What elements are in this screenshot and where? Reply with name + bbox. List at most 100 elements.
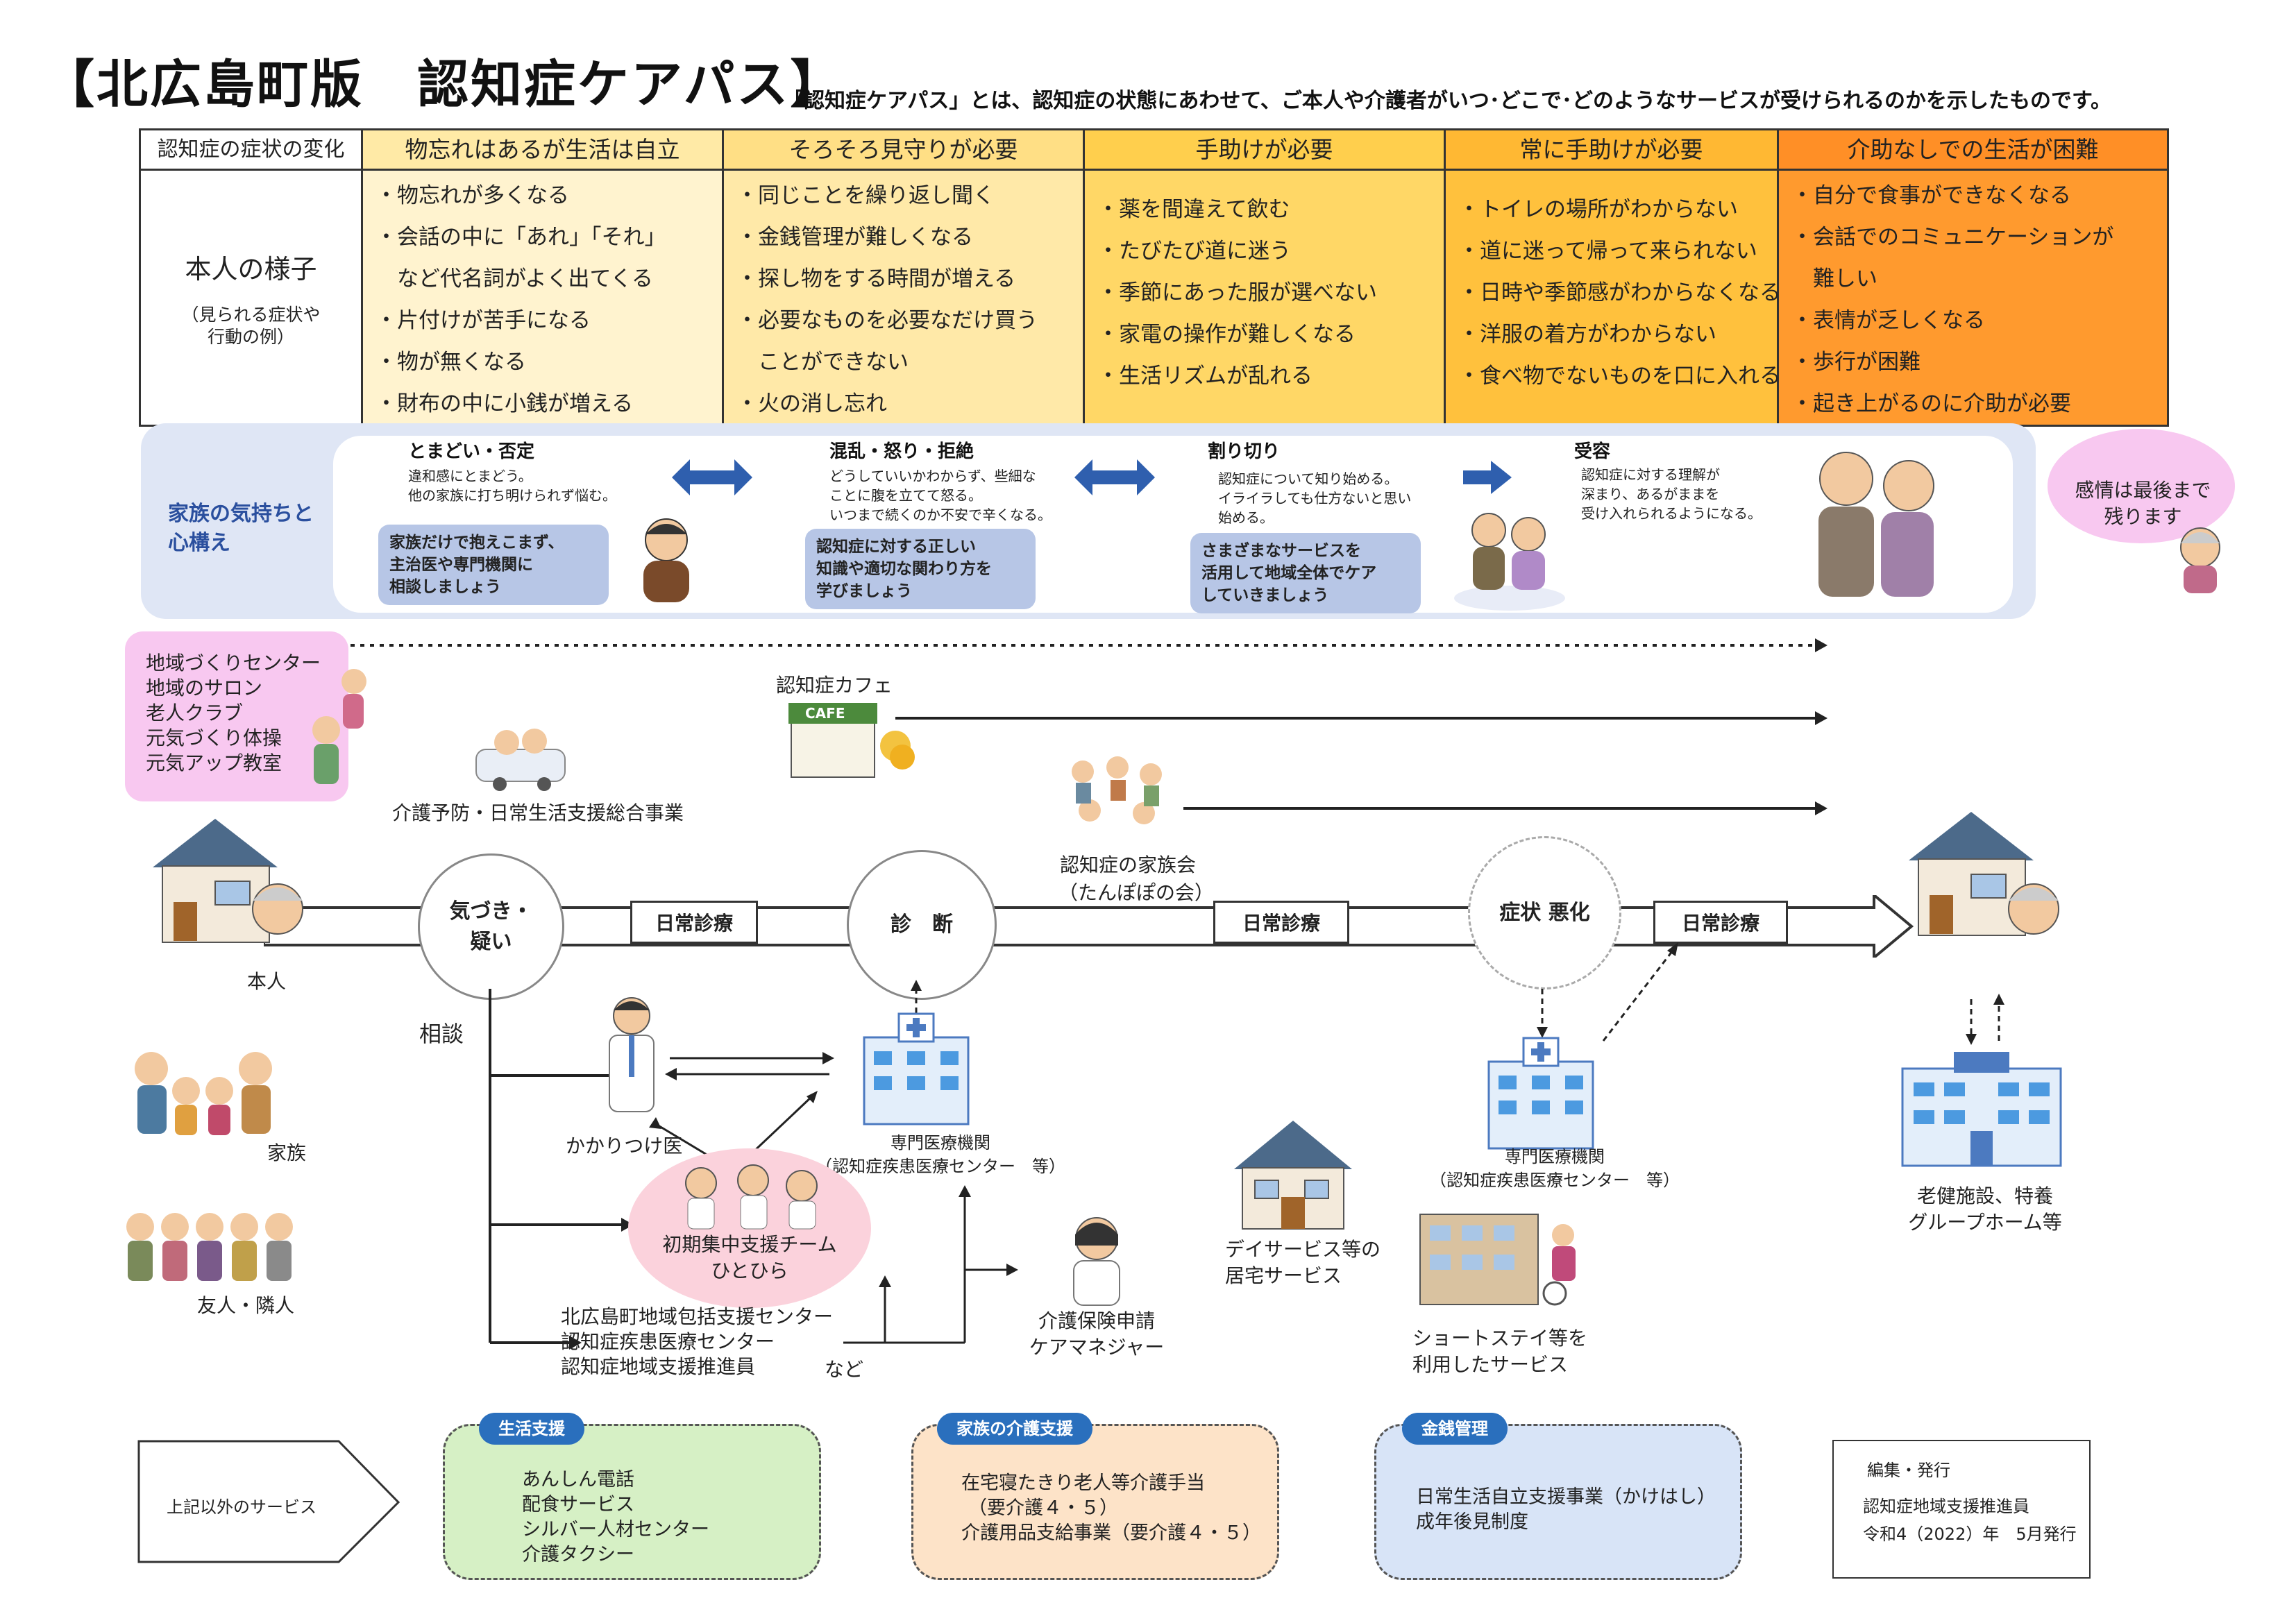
double-arrow-icon (1074, 459, 1155, 495)
desc-line: 他の家族に打ち明けられず悩む。 (408, 487, 616, 504)
feeling-stage-title: 割り切り (1208, 441, 1281, 462)
label-line: （認知症疾患医療センター 等） (816, 1157, 1065, 1176)
label-line: デイサービス等の (1225, 1238, 1381, 1261)
advice-line: 家族だけで抱えこまず、 (389, 534, 564, 552)
label-line: グループホーム等 (1908, 1211, 2062, 1234)
symptom-item: ・生活リズムが乱れる (1097, 364, 1312, 389)
short-stay-facility-icon (1419, 1214, 1576, 1306)
service-box-life (443, 1424, 821, 1580)
doctor-label: かかりつけ医 (566, 1135, 683, 1157)
label-line: （たんぽぽの会） (1058, 881, 1215, 904)
desc-line: 認知症に対する理解が (1581, 466, 1720, 483)
notice-node: 気づき・ 疑い (418, 853, 564, 1000)
advice-line: 活用して地域全体でケア (1201, 564, 1377, 582)
label-line: 初期集中支援チーム (662, 1233, 837, 1256)
label-line: ショートステイ等を (1412, 1327, 1588, 1350)
symptom-item: ・食べ物でないものを口に入れる (1458, 364, 1781, 389)
stage-header: 物忘れはあるが生活は自立 (361, 128, 724, 171)
advice-line: していきましょう (1201, 586, 1329, 604)
symptom-item: ・日時や季節感がわからなくなる (1458, 280, 1781, 305)
symptom-item: ・歩行が困難 (1791, 350, 1921, 375)
specialist-label: 専門医療機関 （認知症疾患医療センター 等） (809, 1131, 1072, 1178)
symptom-item: ことができない (736, 350, 909, 375)
service-tag: 金銭管理 (1402, 1413, 1508, 1445)
symptom-item: ・たびたび道に迷う (1097, 239, 1291, 264)
label-line: 介護保険申請 (1038, 1309, 1155, 1332)
row-sublabel: （見られる症状や (181, 304, 321, 325)
symptom-item: ・物忘れが多くなる (375, 183, 569, 208)
symptom-item: ・会話の中に「あれ」「それ」 (375, 225, 666, 250)
service-box-family (911, 1424, 1279, 1580)
other-services-label: 上記以外のサービス (167, 1497, 316, 1517)
row-label: 本人の様子 (185, 253, 317, 284)
label-line: 専門医療機関 (1505, 1147, 1605, 1166)
desc-line: 受け入れられるようになる。 (1581, 505, 1762, 522)
symptom-item: ・トイレの場所がわからない (1458, 197, 1738, 222)
service-item: 介護タクシー (522, 1544, 634, 1565)
symptom-item: ・財布の中に小銭が増える (375, 391, 634, 416)
symptom-item: ・表情が乏しくなる (1791, 308, 1985, 333)
advice-line: 主治医や専門機関に (389, 556, 533, 574)
care-manager-icon (1073, 1217, 1120, 1306)
elderly-car-icon (475, 729, 566, 791)
advice-box: 家族だけで抱えこまず、 主治医や専門機関に 相談しましょう (378, 525, 609, 605)
service-list: 日常生活自立支援事業（かけはし） 成年後見制度 (1416, 1485, 1716, 1535)
day-service-label: デイサービス等の 居宅サービス (1225, 1237, 1381, 1289)
stage-symptoms: ・トイレの場所がわからない・道に迷って帰って来られない・日時や季節感がわからなく… (1444, 169, 1781, 427)
family-association-icon (1072, 756, 1162, 824)
symptom-item: ・自分で食事ができなくなる (1791, 183, 2071, 208)
desc-line: イライラしても仕方ないと思い (1218, 490, 1412, 507)
regional-center-label: 北広島町地域包括支援センター 認知症疾患医療センター 認知症地域支援推進員 (561, 1305, 833, 1379)
publisher-line: 令和4（2022）年 5月発行 (1863, 1524, 2077, 1544)
family-label-line: 家族の気持ちと (168, 502, 314, 526)
short-stay-label: ショートステイ等を 利用したサービス (1412, 1325, 1587, 1378)
feeling-stage-title: 混乱・怒り・拒絶 (829, 441, 974, 462)
stage-header: そろそろ見守りが必要 (722, 128, 1085, 171)
resource-item: 地域づくりセンター (146, 652, 321, 674)
cafe-label: 認知症カフェ (776, 674, 893, 697)
service-item: （要介護４・５） (968, 1497, 1118, 1519)
label-line: 北広島町地域包括支援センター (561, 1305, 834, 1328)
specialist-label: 専門医療機関 （認知症疾患医療センター 等） (1423, 1145, 1687, 1192)
support-team-label: 初期集中支援チーム ひとひら (649, 1232, 850, 1284)
desc-line: ことに腹を立てて怒る。 (829, 487, 982, 504)
cafe-sign: CAFE (805, 705, 845, 722)
publisher-line: 認知症地域支援推進員 (1863, 1497, 2029, 1516)
routine-care-badge: 日常診療 (1213, 901, 1349, 944)
symptom-item: ・金銭管理が難しくなる (736, 225, 973, 250)
other-services-arrow (137, 1440, 400, 1563)
feeling-stage-desc: 違和感にとまどう。 他の家族に打ち明けられず悩む。 (408, 466, 616, 505)
publisher-box: 編集・発行 認知症地域支援推進員 令和4（2022）年 5月発行 (1832, 1440, 2091, 1579)
service-item: 配食サービス (522, 1494, 634, 1515)
friends-label: 友人・隣人 (197, 1294, 295, 1317)
service-list: あんしん電話 配食サービス シルバー人材センター 介護タクシー (522, 1468, 709, 1567)
service-list: 在宅寝たきり老人等介護手当 （要介護４・５） 介護用品支給事業（要介護４・５） (961, 1471, 1261, 1546)
resource-item: 元気アップ教室 (146, 751, 282, 774)
symptom-item: ・同じことを繰り返し聞く (736, 183, 995, 208)
consult-label: 相談 (419, 1021, 464, 1047)
symptom-item: ・洋服の着方がわからない (1458, 322, 1716, 347)
service-item: 日常生活自立支援事業（かけはし） (1416, 1486, 1716, 1508)
exercising-elderly-icon (312, 669, 366, 784)
symptom-item: ・片付けが苦手になる (375, 308, 591, 333)
person-label: 本人 (247, 970, 287, 993)
stage-symptoms: ・物忘れが多くなる・会話の中に「あれ」「それ」 など代名詞がよく出てくる・片付け… (361, 169, 724, 427)
dotted-arrow (351, 638, 1827, 652)
symptom-item: ・必要なものを必要なだけ買う (736, 308, 1038, 333)
desc-line: 違和感にとまどう。 (408, 468, 532, 484)
feeling-stage-title: とまどい・否定 (408, 441, 535, 462)
row-label-cell: 本人の様子 （見られる症状や 行動の例） (139, 169, 363, 427)
label-line: （認知症疾患医療センター 等） (1430, 1171, 1680, 1190)
routine-care-badge: 日常診療 (1653, 901, 1788, 944)
family-label-line: 心構え (168, 531, 230, 555)
resource-item: 元気づくり体操 (146, 726, 282, 749)
caregiver-elderly-icon (1454, 513, 1565, 611)
label-line: 認知症疾患医療センター (561, 1330, 775, 1353)
symptom-item: ・会話でのコミュニケーションが (1791, 225, 2114, 250)
symptom-item: ・薬を間違えて飲む (1097, 197, 1290, 222)
hospital-icon (1487, 1037, 1594, 1150)
desc-line: 認知症について知り始める。 (1218, 470, 1399, 487)
resource-item: 地域のサロン (146, 677, 263, 699)
family-group-icon (135, 1052, 272, 1135)
